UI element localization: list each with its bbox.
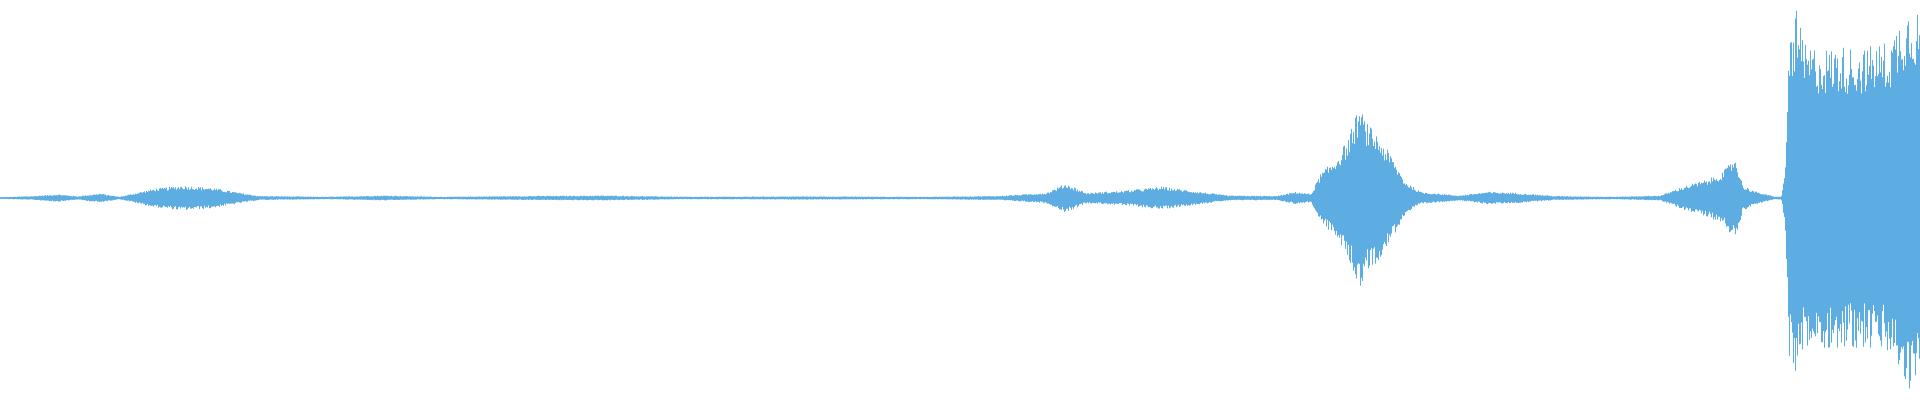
waveform-trace	[0, 10, 1920, 389]
waveform-samples	[0, 10, 1920, 389]
